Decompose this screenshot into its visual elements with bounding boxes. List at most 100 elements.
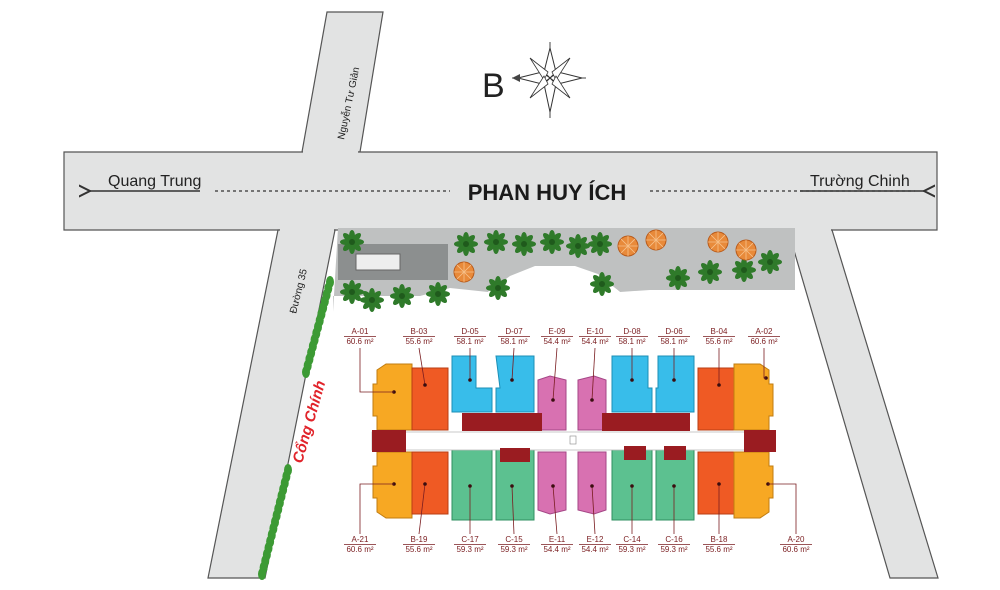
unit-block-B-04 [697, 367, 735, 431]
unit-area: 58.1 m² [618, 337, 645, 346]
unit-code: E-11 [549, 535, 566, 544]
elevator-core-left [462, 413, 542, 431]
unit-code: D-05 [461, 327, 479, 336]
unit-code: E-12 [587, 535, 604, 544]
leader-dot [590, 398, 594, 402]
unit-block-C-17 [451, 447, 493, 521]
leader-dot [630, 484, 634, 488]
unit-area: 59.3 m² [456, 545, 483, 554]
hedge-shrub [258, 568, 266, 580]
umbrella-icon [707, 231, 729, 253]
unit-code: A-01 [352, 327, 369, 336]
unit-block-A-21 [372, 451, 413, 519]
tree-icon [360, 288, 384, 312]
leader-dot [510, 378, 514, 382]
leader-dot [672, 378, 676, 382]
unit-area: 55.6 m² [405, 545, 432, 554]
hedge-shrub [302, 366, 310, 378]
unit-block-B-19 [411, 451, 449, 515]
leader-dot [468, 378, 472, 382]
floor-plan [371, 355, 776, 521]
unit-area: 59.3 m² [618, 545, 645, 554]
leader-line [552, 485, 558, 535]
unit-area: 55.6 m² [705, 545, 732, 554]
leader-line [591, 347, 596, 401]
tree-icon [588, 232, 612, 256]
unit-code: D-08 [623, 327, 641, 336]
unit-code: E-10 [587, 327, 604, 336]
leader-dot [468, 484, 472, 488]
unit-area: 58.1 m² [500, 337, 527, 346]
unit-code: B-18 [711, 535, 728, 544]
unit-area: 59.3 m² [500, 545, 527, 554]
center-opening [569, 435, 577, 445]
leader-dot [590, 484, 594, 488]
unit-area: 55.6 m² [405, 337, 432, 346]
unit-block-E-11 [537, 451, 567, 515]
hedges [258, 276, 334, 580]
unit-area: 55.6 m² [705, 337, 732, 346]
leader-line [552, 347, 558, 401]
tree-icon [512, 232, 536, 256]
umbrella-icon [617, 235, 639, 257]
unit-block-E-09 [537, 375, 567, 431]
shaft-right-bottom [624, 446, 646, 460]
tree-icon [732, 258, 756, 282]
unit-code: A-20 [788, 535, 805, 544]
stair-core-west [372, 430, 406, 452]
tree-icon [340, 280, 364, 304]
tree-icon [454, 232, 478, 256]
unit-area: 60.6 m² [346, 545, 373, 554]
unit-code: D-06 [665, 327, 683, 336]
tree-icon [590, 272, 614, 296]
tree-icon [426, 282, 450, 306]
leader-line [418, 347, 426, 386]
tree-icon [484, 230, 508, 254]
unit-block-D-08 [611, 355, 653, 413]
unit-area: 58.1 m² [456, 337, 483, 346]
tree-icon [698, 260, 722, 284]
unit-code: E-09 [549, 327, 566, 336]
stair-core-east [744, 430, 776, 452]
unit-area: 60.6 m² [782, 545, 809, 554]
unit-area: 60.6 m² [346, 337, 373, 346]
leader-dot [717, 482, 721, 486]
unit-area: 59.3 m² [660, 545, 687, 554]
unit-block-A-01 [372, 363, 413, 431]
unit-block-D-07 [495, 355, 535, 413]
tree-icon [666, 266, 690, 290]
leader-dot [423, 383, 427, 387]
leader-dot [717, 383, 721, 387]
leader-dot [630, 378, 634, 382]
leader-line [359, 348, 394, 393]
unit-block-E-12 [577, 451, 607, 515]
landscape-umbrellas [453, 229, 757, 283]
tree-icon [758, 250, 782, 274]
unit-block-B-18 [697, 451, 735, 515]
shaft-left-bottom [500, 448, 530, 462]
roads [63, 11, 939, 579]
landscape-trees [340, 230, 782, 312]
unit-code: C-16 [665, 535, 683, 544]
unit-code: C-15 [505, 535, 523, 544]
unit-block-D-06 [655, 355, 695, 413]
elevator-core-right [602, 413, 690, 431]
road-phan-huy-ich [63, 151, 938, 231]
tree-icon [540, 230, 564, 254]
unit-code: C-17 [461, 535, 479, 544]
unit-area: 54.4 m² [543, 337, 570, 346]
leader-dot [423, 482, 427, 486]
leader-line [763, 348, 766, 379]
